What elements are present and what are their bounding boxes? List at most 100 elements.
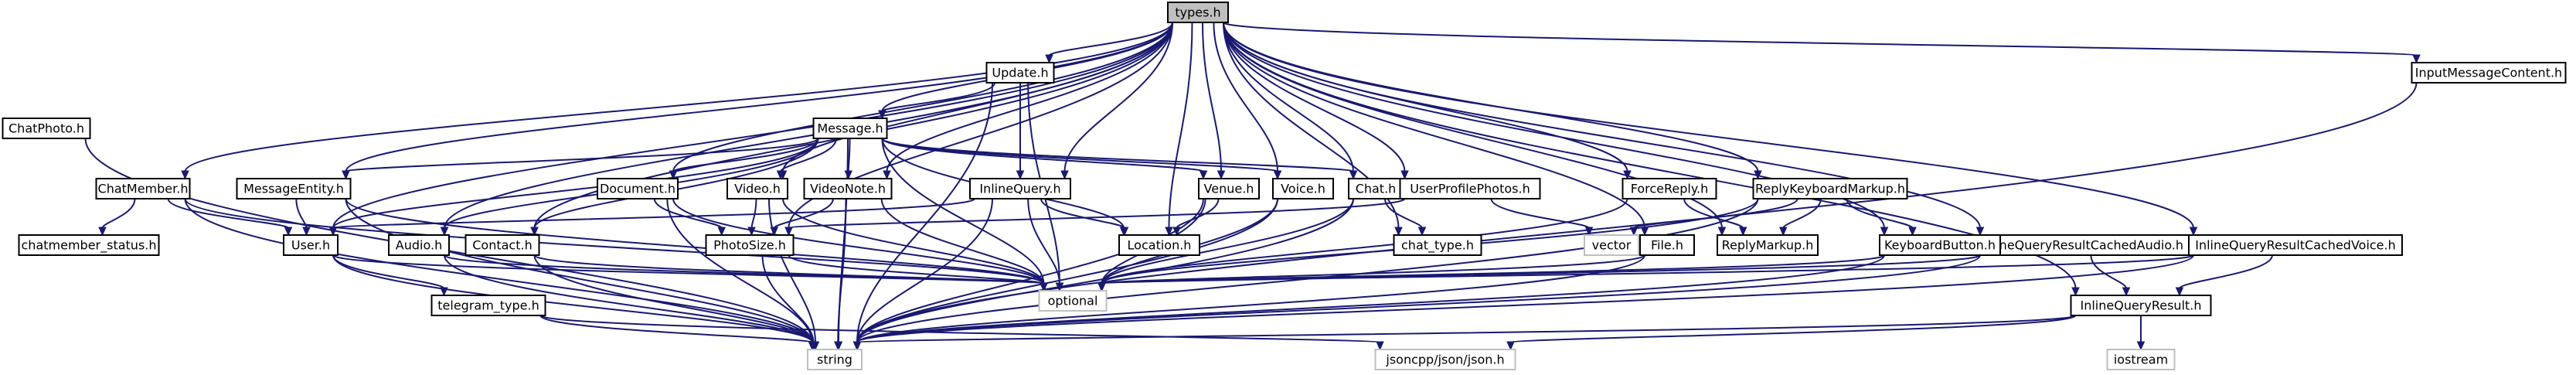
node-photosize[interactable]: PhotoSize.h (705, 234, 795, 256)
node-box (1393, 234, 1482, 256)
edge-types-iqrcaudio (1223, 22, 1981, 229)
edge-arrowhead (530, 227, 539, 237)
node-label: optional (1048, 294, 1098, 309)
node-voice[interactable]: Voice.h (1272, 178, 1334, 199)
node-label: iostream (2114, 353, 2168, 367)
node-chat[interactable]: Chat.h (1348, 178, 1404, 199)
node-label: InlineQueryResultCachedVoice.h (2195, 238, 2396, 253)
edge-arrowhead (1717, 227, 1727, 237)
node-label: Contact.h (472, 238, 532, 253)
edge-audio-string (444, 254, 813, 343)
node-videonote[interactable]: VideoNote.h (803, 178, 893, 199)
node-forcereply[interactable]: ForceReply.h (1621, 178, 1717, 199)
edge-arrowhead (2122, 287, 2131, 297)
edge-message-msgentity (345, 138, 819, 172)
edge-chatmember-user (167, 198, 289, 229)
edge-arrowhead (440, 227, 449, 237)
node-vector[interactable]: vector (1584, 234, 1639, 256)
edge-arrowhead (833, 341, 842, 351)
node-chatphoto[interactable]: ChatPhoto.h (2, 118, 91, 139)
node-userphotos[interactable]: UserProfilePhotos.h (1399, 178, 1541, 199)
node-kbbutton[interactable]: KeyboardButton.h (1879, 234, 2001, 256)
edge-message-videonote (847, 138, 851, 172)
node-label: MessageEntity.h (243, 182, 344, 196)
node-label: InlineQueryResultCachedAudio.h (1981, 238, 2183, 253)
node-optional[interactable]: optional (1038, 290, 1108, 312)
node-video[interactable]: Video.h (727, 178, 788, 199)
edge-arrowhead (1349, 170, 1358, 180)
edge-arrowhead (284, 227, 293, 237)
edge-arrowhead (1199, 170, 1208, 180)
node-message[interactable]: Message.h (812, 118, 888, 139)
edge-arrowhead (1417, 227, 1427, 237)
edge-types-inlinequery (1063, 22, 1173, 172)
node-box (1348, 178, 1404, 199)
edge-types-kbbutton (1223, 22, 1885, 229)
node-chatmember[interactable]: ChatMember.h (95, 178, 191, 199)
node-cmstatus[interactable]: chatmember_status.h (18, 234, 160, 256)
node-box (1374, 349, 1516, 370)
node-document[interactable]: Document.h (597, 178, 679, 199)
node-iqresult[interactable]: InlineQueryResult.h (2070, 295, 2212, 316)
edge-types-file (1223, 22, 1645, 229)
node-string[interactable]: string (807, 349, 863, 370)
node-inlinequery[interactable]: InlineQuery.h (969, 178, 1071, 199)
node-venue[interactable]: Venue.h (1198, 178, 1260, 199)
edge-arrowhead (1045, 54, 1053, 64)
node-user[interactable]: User.h (283, 234, 339, 256)
edge-arrowhead (1584, 227, 1594, 237)
edge-arrowhead (1778, 227, 1788, 237)
node-tgtype[interactable]: telegram_type.h (430, 295, 546, 316)
node-box (1167, 2, 1229, 23)
edge-arrowhead (1165, 227, 1173, 237)
node-iqrcvoice[interactable]: InlineQueryResultCachedVoice.h (2188, 234, 2403, 256)
node-label: chatmember_status.h (22, 238, 157, 254)
node-box (812, 118, 888, 139)
node-contact[interactable]: Contact.h (464, 234, 540, 256)
node-chattype[interactable]: chat_type.h (1393, 234, 1482, 256)
node-file[interactable]: File.h (1639, 234, 1695, 256)
edge-types-videonote (886, 22, 1173, 172)
edge-arrowhead (1394, 227, 1403, 237)
edge-photosize-string (761, 254, 815, 343)
edge-iqresult-string (856, 315, 2077, 343)
edge-types-forcereply (1223, 22, 1628, 172)
node-label: ChatMember.h (98, 182, 189, 196)
node-types[interactable]: types.h (1167, 2, 1229, 23)
edge-replykbm-kbbutton (1846, 198, 1914, 229)
node-replykbm[interactable]: ReplyKeyboardMarkup.h (1752, 178, 1908, 199)
node-iqrcaudio[interactable]: InlineQueryResultCachedAudio.h (1975, 234, 2190, 256)
node-audio[interactable]: Audio.h (388, 234, 450, 256)
edge-types-user (332, 22, 1173, 229)
edge-arrowhead (747, 227, 756, 237)
node-inputmsg[interactable]: InputMessageContent.h (2411, 62, 2567, 84)
edge-arrowhead (1400, 170, 1409, 180)
node-box (1717, 234, 1819, 256)
node-update[interactable]: Update.h (985, 62, 1055, 84)
node-jsoncpp[interactable]: jsoncpp/json/json.h (1374, 349, 1516, 370)
node-box (1584, 234, 1639, 256)
node-box (1639, 234, 1695, 256)
node-location[interactable]: Location.h (1118, 234, 1200, 256)
edge-iqresult-jsoncpp (1509, 315, 2077, 343)
node-box (430, 295, 546, 316)
node-label: ReplyMarkup.h (1722, 238, 1814, 253)
edge-chatmember-cmstatus (101, 198, 136, 229)
node-iostream[interactable]: iostream (2106, 349, 2176, 370)
node-box (464, 234, 540, 256)
node-label: ChatPhoto.h (9, 121, 84, 136)
node-box (705, 234, 795, 256)
node-box (807, 349, 863, 370)
edge-message-venue (881, 138, 1204, 172)
node-box (597, 178, 679, 199)
node-replymarkup[interactable]: ReplyMarkup.h (1717, 234, 1819, 256)
edge-arrowhead (770, 227, 779, 237)
edge-arrowhead (784, 227, 793, 237)
edge-arrowhead (181, 170, 189, 180)
node-msgentity[interactable]: MessageEntity.h (236, 178, 352, 199)
edge-types-location (1168, 22, 1193, 229)
edge-video-photosize (750, 198, 757, 229)
edge-arrowhead (1060, 170, 1069, 180)
edge-layer (84, 22, 2421, 351)
